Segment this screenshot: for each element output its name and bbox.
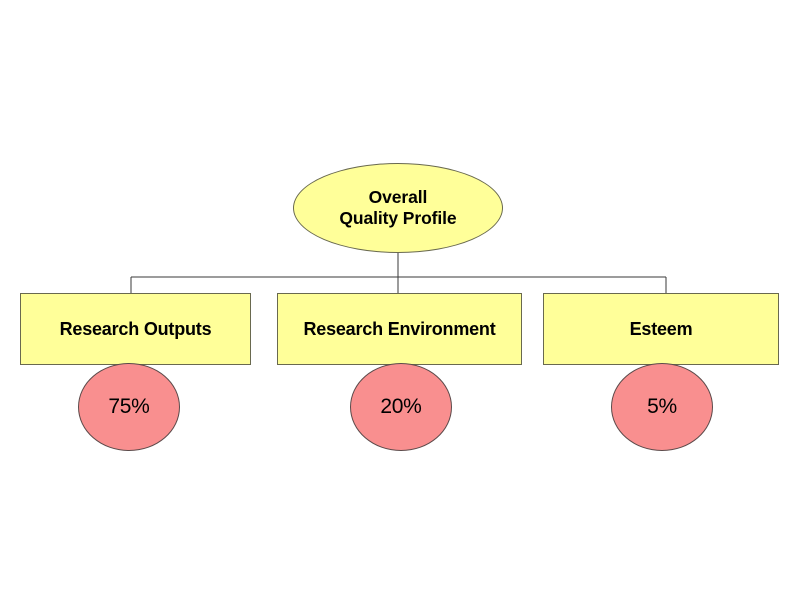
weight-badge-esteem-label: 5%: [647, 395, 677, 418]
weight-badge-research-outputs: 75%: [78, 363, 180, 451]
node-esteem: Esteem: [543, 293, 779, 365]
weight-badge-research-environment-label: 20%: [380, 395, 422, 418]
node-research-environment-label: Research Environment: [303, 318, 496, 339]
node-overall-quality-profile: Overall Quality Profile: [293, 163, 503, 253]
weight-badge-research-environment: 20%: [350, 363, 452, 451]
weight-badge-research-outputs-label: 75%: [108, 395, 150, 418]
node-research-environment: Research Environment: [277, 293, 522, 365]
node-overall-quality-profile-label: Overall Quality Profile: [339, 186, 457, 228]
node-esteem-label: Esteem: [629, 318, 693, 339]
node-research-outputs-label: Research Outputs: [59, 318, 212, 339]
weight-badge-esteem: 5%: [611, 363, 713, 451]
node-research-outputs: Research Outputs: [20, 293, 251, 365]
